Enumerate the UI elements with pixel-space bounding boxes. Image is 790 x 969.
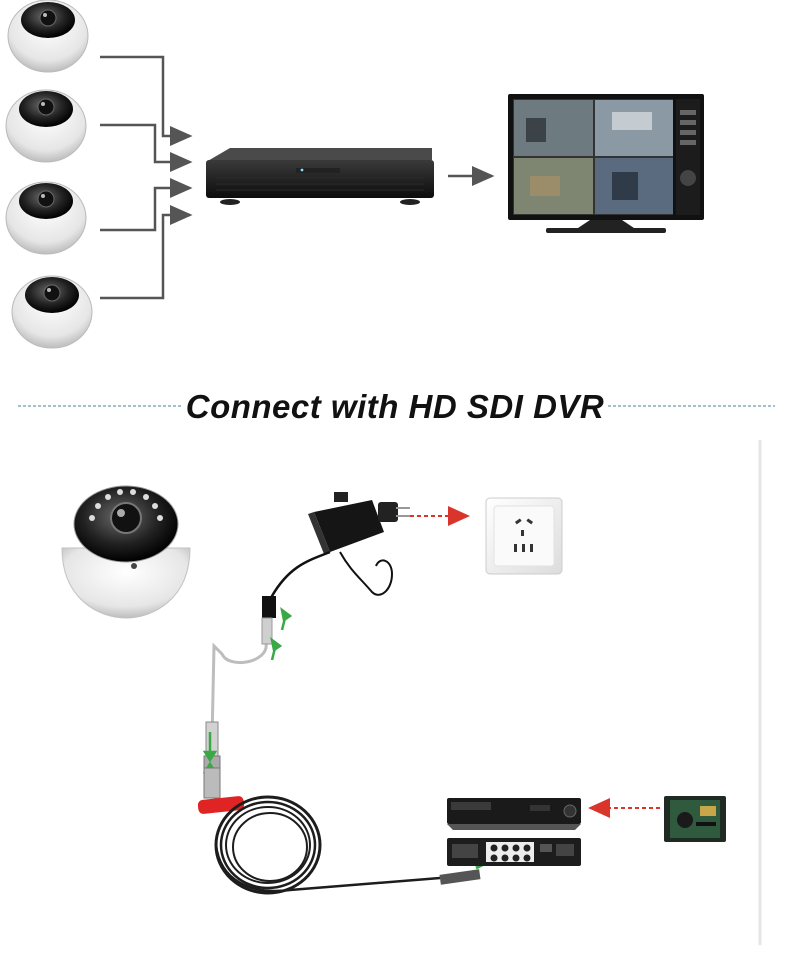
hard-drive-icon	[664, 796, 726, 842]
wall-socket-icon	[485, 497, 563, 575]
diagram-title: Connect with HD SDI DVR	[0, 388, 790, 426]
monitor-icon	[508, 94, 704, 233]
camera-wires	[100, 55, 193, 300]
power-cable	[210, 617, 273, 741]
coax-cable-icon	[214, 795, 441, 895]
dome-camera-icon	[61, 485, 191, 619]
camera-3	[5, 181, 87, 255]
camera-2	[5, 89, 87, 163]
power-adapter-icon	[262, 492, 410, 618]
dvr-icon	[206, 148, 434, 205]
bnc-connector-lower	[203, 767, 221, 799]
dvr-front-icon	[447, 798, 581, 830]
bnc-connector-upper	[203, 721, 221, 769]
diagram-title-text: Connect with HD SDI DVR	[181, 388, 609, 425]
camera-4	[11, 275, 93, 349]
green-arrows-upper	[270, 607, 293, 661]
dvr-rear-icon	[447, 838, 581, 866]
camera-1	[7, 0, 89, 73]
